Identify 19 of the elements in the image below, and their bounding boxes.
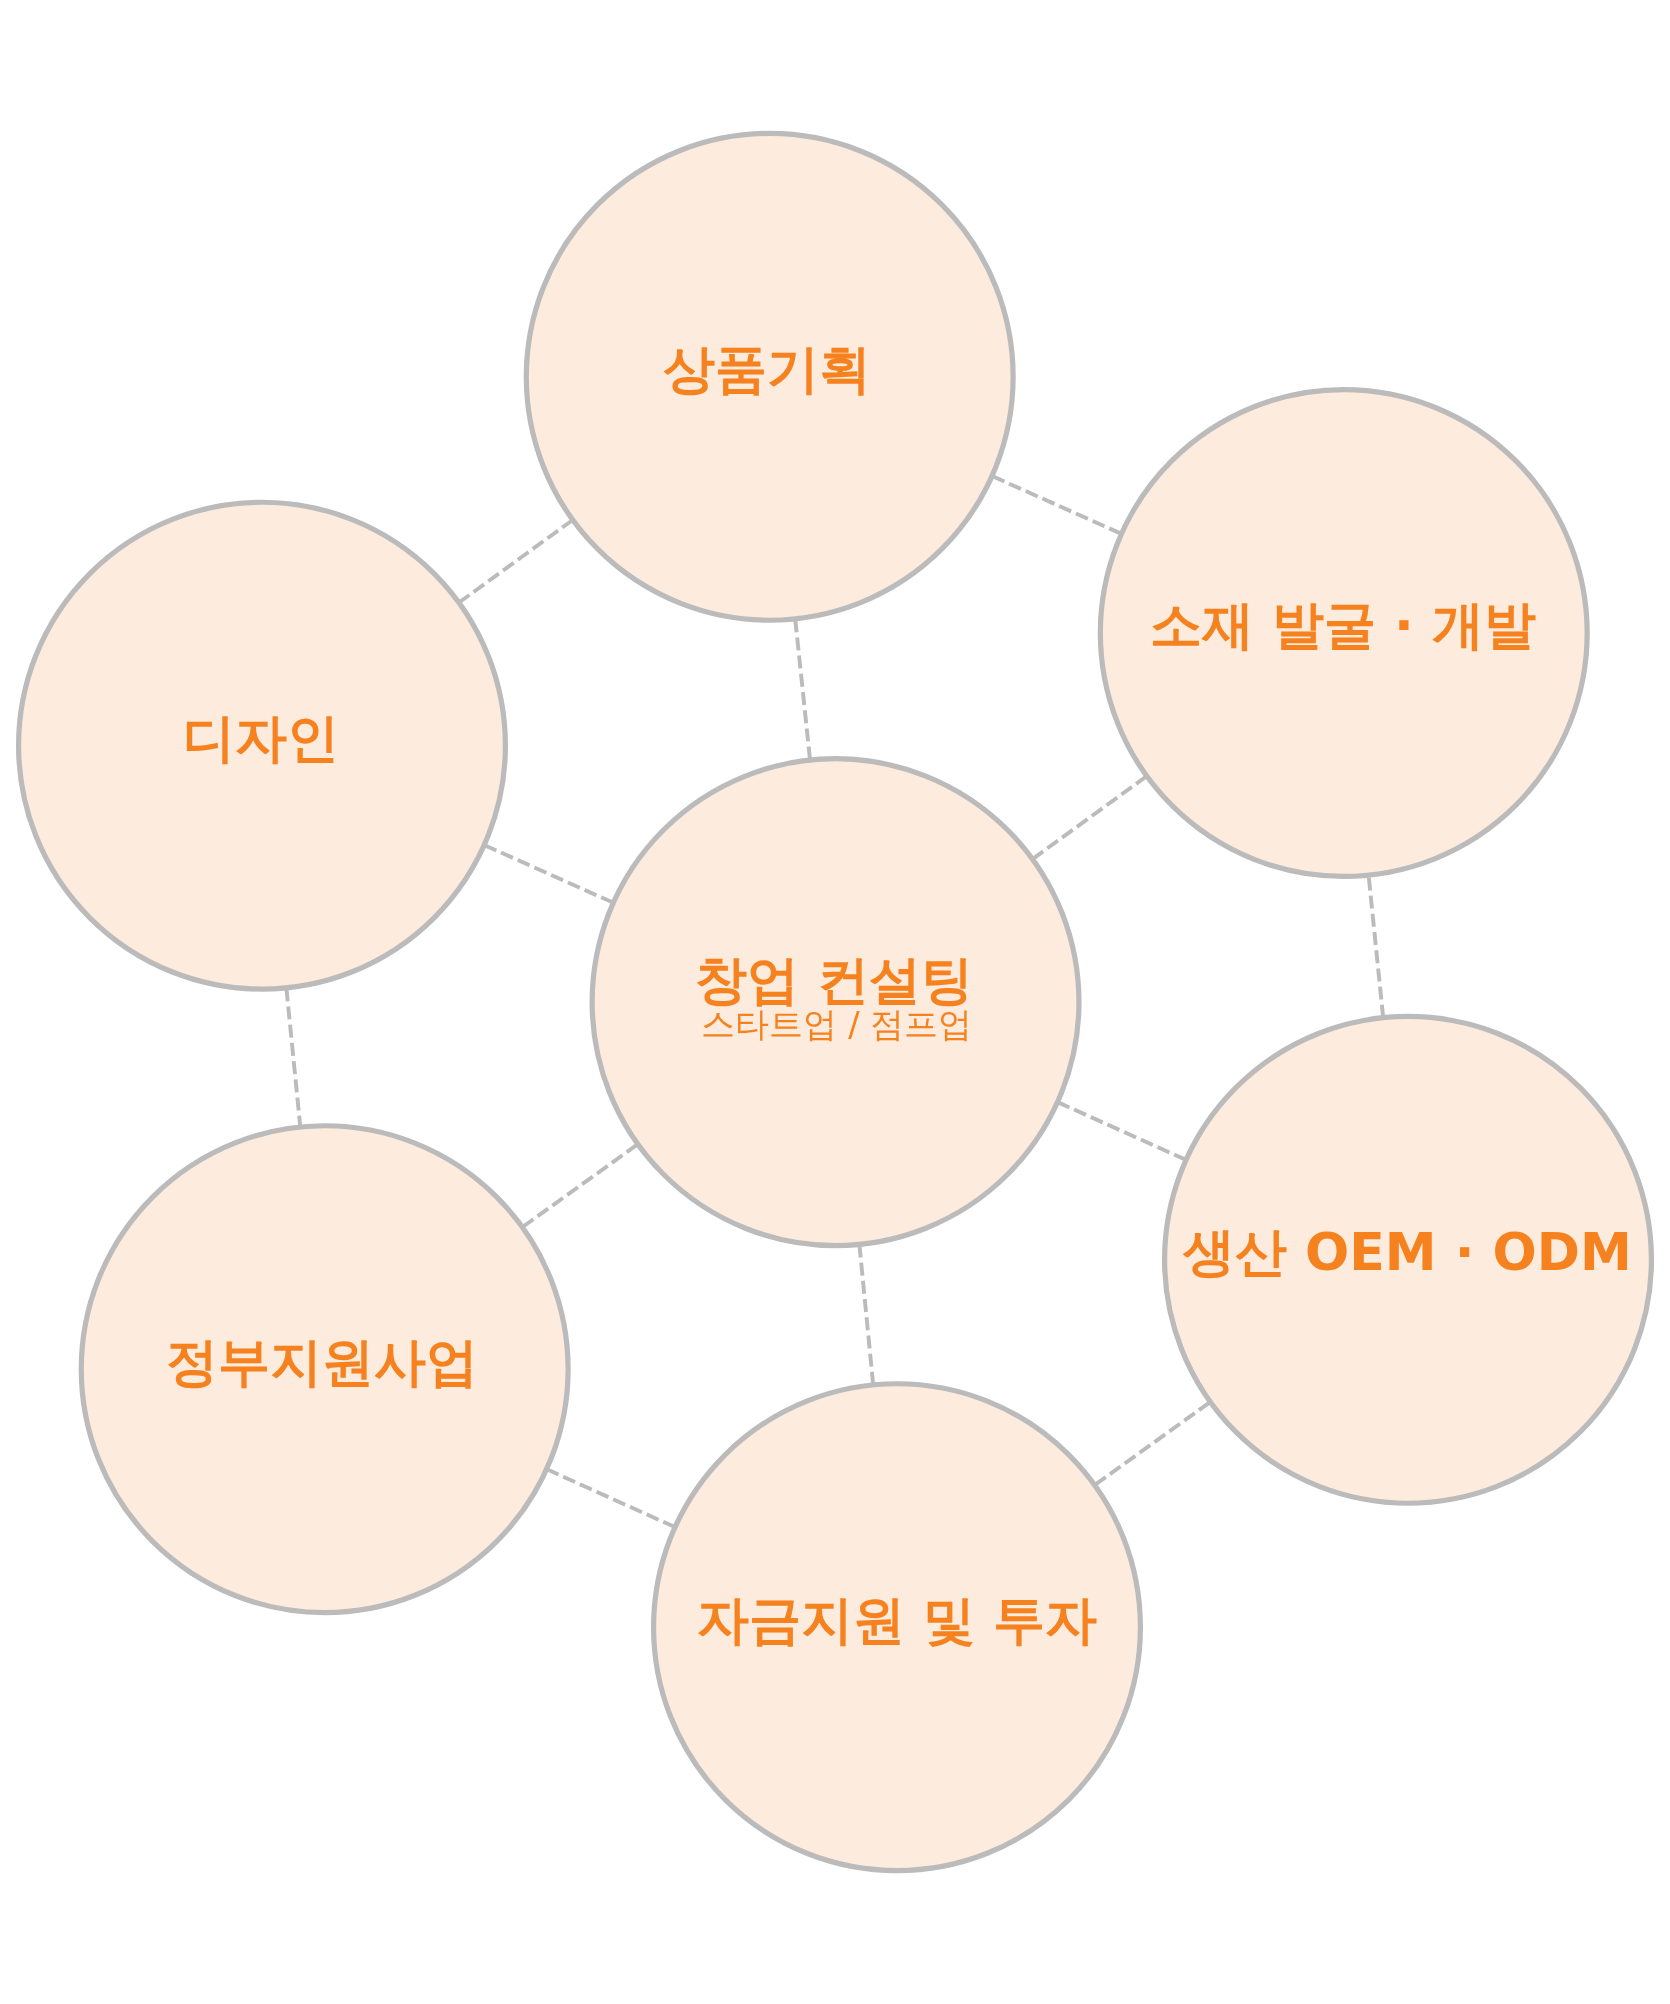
connector (1031, 774, 1148, 861)
node-circle: 디자인 (15, 499, 508, 992)
node-circle: 상품기획 (523, 130, 1016, 623)
node-circle: 창업 컨설팅 스타트업 / 점프업 (589, 756, 1082, 1249)
connector (284, 988, 303, 1127)
connector (458, 518, 574, 604)
node-circle: 정부지원사업 (78, 1123, 571, 1616)
connector (1094, 1400, 1211, 1487)
connector (521, 1142, 639, 1229)
connector (1366, 875, 1386, 1018)
connector (991, 474, 1122, 536)
node-circle: 자금지원 및 투자 (650, 1381, 1143, 1874)
connector (793, 619, 812, 760)
node-circle: 소재 발굴 · 개발 (1097, 387, 1590, 880)
connector (857, 1244, 876, 1385)
connector (545, 1467, 676, 1529)
connector (483, 843, 614, 905)
connector (1056, 1100, 1187, 1162)
node-circle: 생산 OEM · ODM (1162, 1013, 1655, 1506)
